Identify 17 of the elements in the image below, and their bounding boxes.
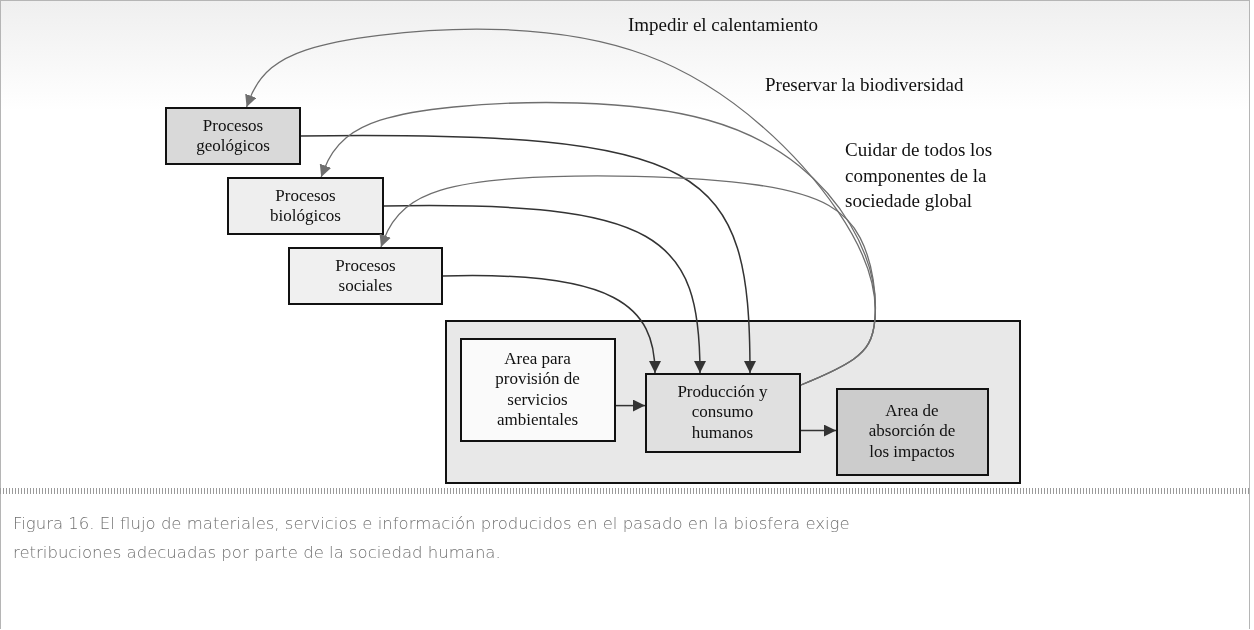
arrow — [379, 175, 877, 386]
note-text: Impedir el calentamiento — [628, 13, 819, 37]
arrow — [615, 399, 646, 412]
process-box: Area de absorción de los impactos — [835, 387, 989, 476]
process-box: Area para provisión de servicios ambientales — [459, 337, 616, 442]
arrow — [383, 204, 706, 374]
arrow — [442, 274, 661, 374]
process-box: Procesos geológicos — [165, 107, 301, 165]
process-box: Procesos biológicos — [227, 177, 384, 235]
group-box — [445, 320, 1021, 484]
arrow — [300, 134, 756, 374]
note-text: Cuidar de todos los componentes de la sociedade global — [845, 138, 994, 214]
process-box: Producción y consumo humanos — [644, 372, 801, 453]
process-box: Procesos sociales — [288, 247, 443, 305]
arrow — [800, 424, 837, 437]
figure-caption: Figura 16. El flujo de materiales, servicios e información producidos en el pasado en la biosfera exige retribuciones adecuadas por parte de la sociedad humana. — [13, 513, 851, 564]
note-text: Preservar la biodiversidad — [765, 73, 965, 97]
